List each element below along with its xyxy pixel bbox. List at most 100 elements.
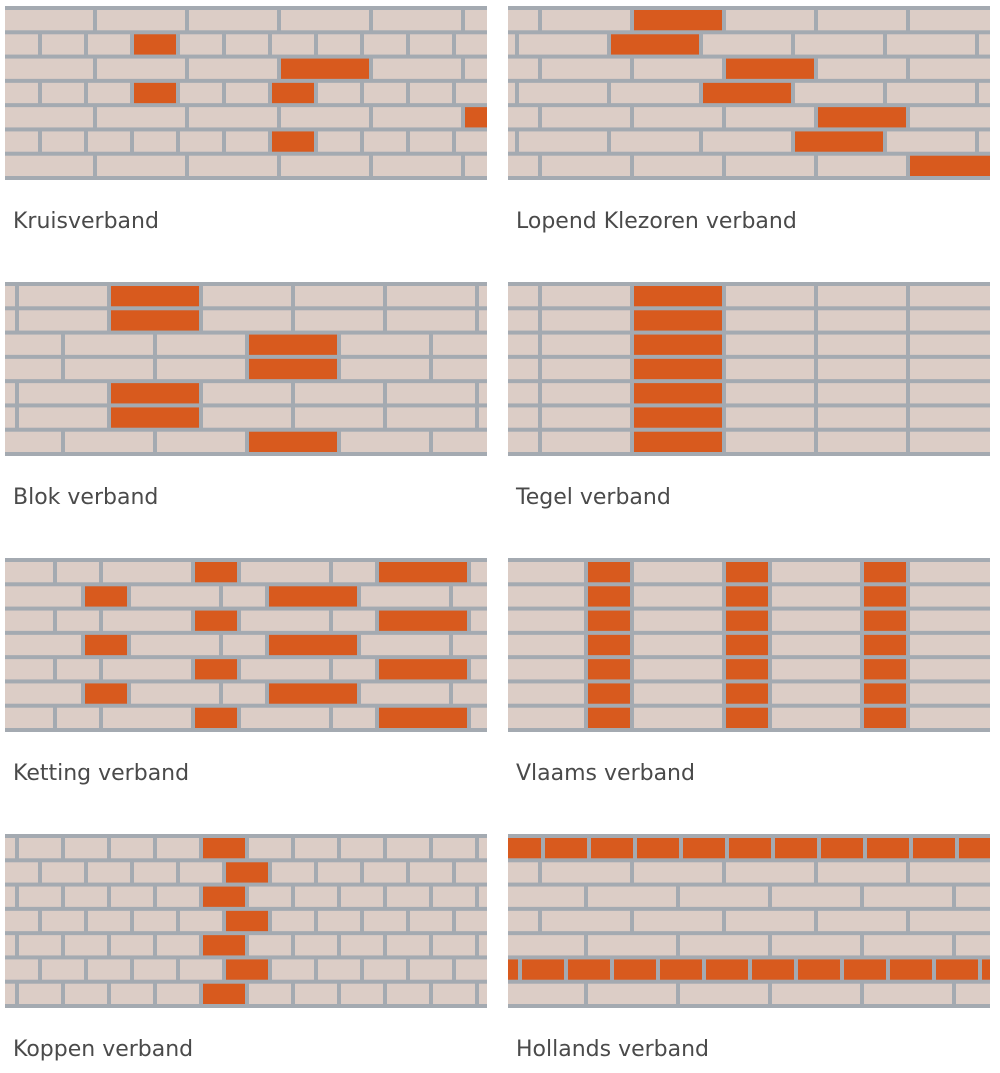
- accent-brick: [611, 34, 699, 55]
- pattern-hollands: Hollands verband: [508, 834, 990, 1073]
- brick: [508, 107, 538, 128]
- brick: [5, 431, 61, 452]
- brick: [318, 862, 360, 883]
- accent-brick: [85, 586, 127, 607]
- brick: [223, 683, 265, 704]
- brick: [979, 34, 990, 55]
- brick: [519, 34, 607, 55]
- accent-brick: [226, 910, 268, 932]
- accent-brick: [752, 959, 794, 980]
- accent-brick: [588, 586, 630, 607]
- brick: [542, 334, 630, 355]
- brick: [203, 310, 291, 331]
- brick: [910, 107, 990, 128]
- brick: [910, 10, 990, 31]
- brick: [223, 634, 265, 656]
- brick: [726, 107, 814, 128]
- brick: [180, 131, 222, 152]
- brick: [479, 935, 487, 956]
- brick: [680, 886, 768, 907]
- brick: [157, 983, 199, 1004]
- brick: [611, 82, 699, 104]
- brick: [471, 610, 487, 631]
- accent-brick: [588, 683, 630, 704]
- accent-brick: [508, 959, 518, 980]
- brick: [910, 383, 990, 404]
- accent-brick: [545, 838, 587, 859]
- brick: [818, 862, 906, 883]
- pattern-label: Blok verband: [13, 485, 159, 510]
- brick: [508, 310, 538, 331]
- brick: [433, 358, 487, 380]
- brick: [19, 310, 107, 331]
- brick: [180, 82, 222, 104]
- accent-brick: [844, 959, 886, 980]
- pattern-vlaams: Vlaams verband: [508, 558, 990, 808]
- pattern-label: Kruisverband: [13, 209, 159, 234]
- brick: [465, 10, 487, 31]
- accent-brick: [588, 707, 630, 728]
- brick: [818, 10, 906, 31]
- brick: [5, 910, 38, 932]
- accent-brick: [634, 407, 722, 428]
- brick: [864, 935, 952, 956]
- brick: [134, 862, 176, 883]
- accent-brick: [959, 838, 990, 859]
- brick: [42, 82, 84, 104]
- pattern-blok: Blok verband: [5, 282, 487, 532]
- brick: [508, 983, 584, 1004]
- accent-brick: [195, 610, 237, 631]
- brick: [111, 935, 153, 956]
- brick: [5, 683, 81, 704]
- brick: [111, 838, 153, 859]
- accent-brick: [634, 310, 722, 331]
- brick: [281, 10, 369, 31]
- brick: [5, 334, 61, 355]
- brick: [157, 358, 245, 380]
- brick: [508, 683, 584, 704]
- brick: [887, 82, 975, 104]
- brick: [88, 959, 130, 980]
- brick: [333, 659, 375, 680]
- brick: [818, 286, 906, 307]
- accent-brick: [726, 683, 768, 704]
- brick: [508, 910, 538, 932]
- brick: [542, 310, 630, 331]
- brick: [588, 935, 676, 956]
- brick: [318, 910, 360, 932]
- brick: [97, 155, 185, 176]
- brick: [103, 610, 191, 631]
- accent-brick: [203, 935, 245, 956]
- brick: [433, 886, 475, 907]
- brick: [772, 562, 860, 583]
- brick: [249, 983, 291, 1004]
- accent-brick: [195, 562, 237, 583]
- brick: [508, 935, 584, 956]
- brick: [97, 58, 185, 79]
- brick: [295, 983, 337, 1004]
- accent-brick: [864, 610, 906, 631]
- brick-diagram-kruisverband: [5, 6, 487, 180]
- brick: [818, 155, 906, 176]
- brick: [910, 610, 990, 631]
- brick: [364, 131, 406, 152]
- brick: [703, 34, 791, 55]
- brick: [387, 935, 429, 956]
- brick: [508, 707, 584, 728]
- brick: [373, 155, 461, 176]
- accent-brick: [634, 383, 722, 404]
- brick: [542, 407, 630, 428]
- brick: [42, 862, 84, 883]
- brick: [453, 683, 487, 704]
- brick: [910, 910, 990, 932]
- brick: [542, 58, 630, 79]
- brick: [5, 610, 53, 631]
- brick: [180, 862, 222, 883]
- accent-brick: [508, 838, 541, 859]
- brick: [341, 983, 383, 1004]
- brick: [456, 910, 487, 932]
- accent-brick: [379, 659, 467, 680]
- brick: [726, 383, 814, 404]
- brick: [5, 58, 93, 79]
- brick: [241, 562, 329, 583]
